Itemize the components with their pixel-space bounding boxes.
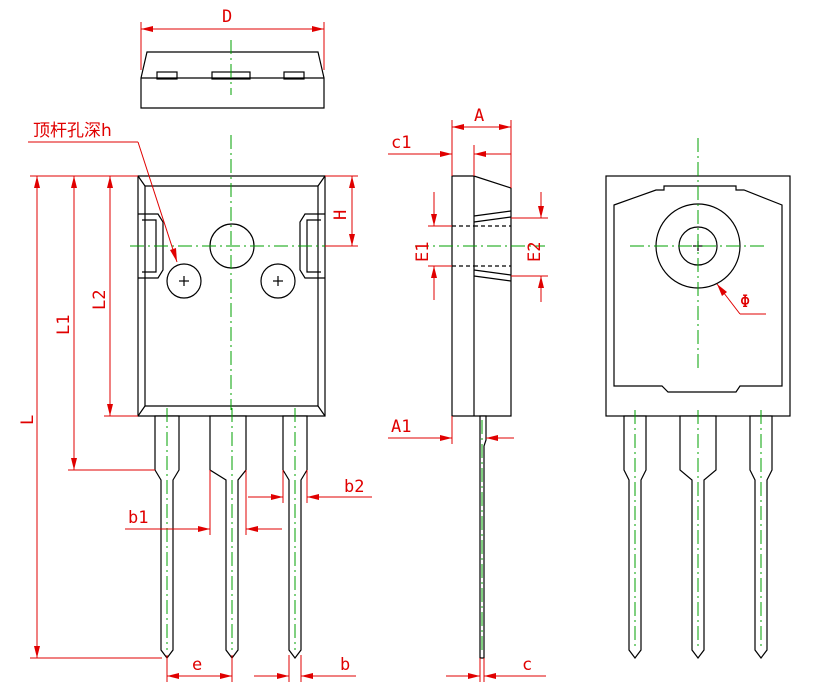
- dimension-b: b: [254, 655, 356, 682]
- label-L: L: [18, 415, 38, 425]
- top-view: [140, 40, 325, 109]
- dimension-L1: L1: [54, 176, 155, 471]
- label-H: H: [331, 210, 351, 220]
- label-c: c: [522, 655, 532, 675]
- dimension-b1: b1: [125, 470, 282, 535]
- label-E2: E2: [525, 242, 545, 262]
- ejector-hole-right: [260, 263, 296, 299]
- dimension-A1: A1: [388, 416, 514, 444]
- dimension-b2: b2: [248, 470, 372, 503]
- dimension-H: H: [325, 175, 358, 247]
- label-E1: E1: [413, 242, 433, 262]
- label-hole-depth: 顶杆孔深h: [33, 121, 112, 141]
- side-view: [415, 175, 545, 659]
- label-L1: L1: [54, 315, 74, 335]
- label-phi: Φ: [740, 292, 750, 312]
- label-A1: A1: [391, 417, 411, 437]
- label-A: A: [474, 106, 484, 126]
- label-e: e: [192, 655, 202, 675]
- label-D: D: [222, 7, 232, 27]
- leader-phi: Φ: [716, 283, 766, 315]
- dimension-L: L: [18, 175, 162, 659]
- label-c1: c1: [391, 133, 411, 153]
- dimension-L2: L2: [90, 176, 138, 417]
- label-L2: L2: [90, 290, 110, 310]
- back-view: [605, 138, 791, 659]
- ejector-hole-left: [166, 263, 202, 299]
- dimension-e: e: [166, 655, 233, 682]
- dimension-E1: E1: [413, 192, 452, 300]
- lead-middle: [209, 408, 247, 659]
- lead-left: [154, 408, 180, 659]
- dimension-E2: E2: [511, 192, 548, 302]
- front-view: [130, 135, 335, 659]
- label-b: b: [340, 655, 350, 675]
- dimension-D: D: [140, 7, 325, 70]
- dimension-c1: c1: [388, 133, 511, 176]
- side-lead: [479, 415, 487, 659]
- leader-hole-depth: 顶杆孔深h: [28, 121, 178, 263]
- label-b1: b1: [128, 508, 148, 528]
- dimension-c: c: [446, 655, 546, 682]
- lead-right: [282, 408, 308, 659]
- label-b2: b2: [344, 477, 364, 497]
